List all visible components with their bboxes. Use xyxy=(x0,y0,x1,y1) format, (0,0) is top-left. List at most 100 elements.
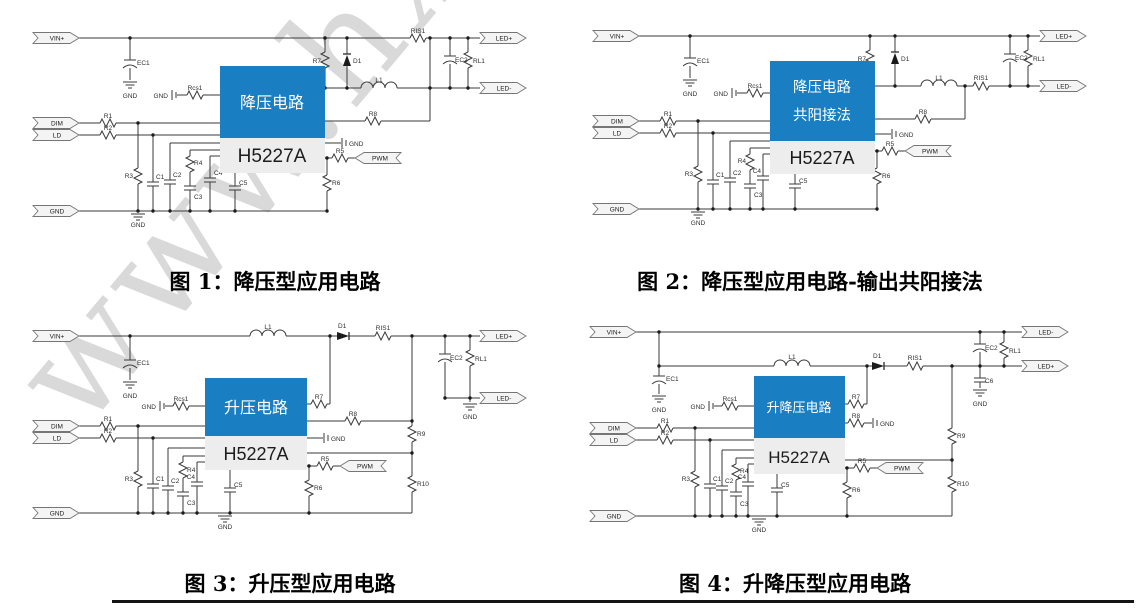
dim-label: DIM xyxy=(51,424,63,431)
gnd-connector: GND xyxy=(31,205,80,217)
label-r10: R10 xyxy=(957,481,969,488)
label-r4: R4 xyxy=(194,160,203,167)
label-c1: C1 xyxy=(156,476,165,483)
label-gnd: GND xyxy=(331,436,346,443)
function-box-label: 降压电路 xyxy=(793,79,851,96)
label-c3: C3 xyxy=(754,192,763,199)
label-r2: R2 xyxy=(104,428,113,435)
label-gnd: GND xyxy=(218,524,233,531)
led-plus-label: LED+ xyxy=(496,36,513,43)
label-ec2: EC2 xyxy=(985,345,998,352)
label-ec1: EC1 xyxy=(666,376,679,383)
label-ec2: EC2 xyxy=(455,57,468,64)
gnd-connector: GND xyxy=(31,507,80,519)
figure-4-caption: 图 4：升降压型应用电路 xyxy=(679,571,911,596)
wires xyxy=(79,335,480,514)
gnd-label: GND xyxy=(50,511,65,518)
label-r6: R6 xyxy=(852,487,861,494)
label-gnd: GND xyxy=(154,93,169,100)
label-gnd: GND xyxy=(683,91,698,98)
figure-2-panel: VIN+ DIM LD GND LED+ LED- PWM EC1 GND R1… xyxy=(585,6,1125,261)
label-d1: D1 xyxy=(338,323,347,330)
led-minus-label: LED- xyxy=(497,86,512,93)
figure-1-panel: VIN+ DIM LD GND LED+ LED- PWM EC1 GND R1… xyxy=(25,8,565,263)
label-r7: R7 xyxy=(313,58,322,65)
label-ec1: EC1 xyxy=(697,58,710,65)
label-gnd: GND xyxy=(123,393,138,400)
label-d1: D1 xyxy=(353,58,362,65)
function-box xyxy=(220,66,325,138)
led-minus-connector: LED- xyxy=(1020,326,1069,338)
label-gnd: GND xyxy=(714,91,729,98)
component-labels: L1 D1 RIS1 EC1 GND EC2 RL1 GND R7 R8 GND… xyxy=(104,323,487,531)
page-footer-rule xyxy=(112,600,1134,603)
label-l1: L1 xyxy=(935,75,943,82)
figure-3-panel: VIN+ DIM LD GND LED+ LED- PWM L1 D1 RIS1… xyxy=(25,316,565,571)
label-rcs1: Rcs1 xyxy=(174,396,189,403)
label-c1: C1 xyxy=(156,174,165,181)
label-r3: R3 xyxy=(682,476,691,483)
label-r1: R1 xyxy=(664,111,673,118)
dim-connector: DIM xyxy=(31,117,80,129)
label-r3: R3 xyxy=(125,476,134,483)
pwm-label: PWM xyxy=(372,156,388,163)
pwm-connector: PWM xyxy=(876,462,925,474)
pwm-label: PWM xyxy=(357,464,373,471)
component-labels: L1 D1 RIS1 EC1 GND EC2 RL1 C6 GND R7 R8 … xyxy=(652,345,1022,534)
led-minus-label: LED- xyxy=(497,396,512,403)
label-l1: L1 xyxy=(788,354,796,361)
label-r10: R10 xyxy=(417,481,429,488)
label-gnd: GND xyxy=(752,527,767,534)
dim-label: DIM xyxy=(608,426,620,433)
label-r6: R6 xyxy=(314,485,323,492)
label-r7: R7 xyxy=(315,394,324,401)
label-ec2: EC2 xyxy=(450,355,463,362)
ld-connector: LD xyxy=(588,434,637,446)
led-minus-label: LED- xyxy=(1057,84,1072,91)
pwm-connector: PWM xyxy=(354,152,403,164)
label-gnd: GND xyxy=(123,93,138,100)
label-gnd: GND xyxy=(349,141,364,148)
label-rl1: RL1 xyxy=(1033,56,1045,63)
label-ris1: RIS1 xyxy=(908,355,923,362)
label-d1: D1 xyxy=(873,353,882,360)
label-gnd: GND xyxy=(880,421,895,428)
vin-connector: VIN+ xyxy=(31,330,80,342)
label-c1: C1 xyxy=(716,172,725,179)
label-c6: C6 xyxy=(985,378,994,385)
figure-3-schematic: VIN+ DIM LD GND LED+ LED- PWM L1 D1 RIS1… xyxy=(31,323,527,531)
led-plus-label: LED+ xyxy=(1056,34,1073,41)
chip-label: H5227A xyxy=(789,148,854,168)
function-box xyxy=(754,376,845,438)
led-plus-label: LED+ xyxy=(1038,364,1055,371)
label-c5: C5 xyxy=(239,180,248,187)
figure-2-schematic: VIN+ DIM LD GND LED+ LED- PWM EC1 GND R1… xyxy=(591,30,1087,227)
label-r9: R9 xyxy=(957,433,966,440)
pwm-label: PWM xyxy=(894,466,910,473)
label-c4: C4 xyxy=(214,170,223,177)
pwm-connector: PWM xyxy=(904,145,953,157)
vin-connector: VIN+ xyxy=(31,32,80,44)
label-r2: R2 xyxy=(664,123,673,130)
component-labels: EC1 GND R1 R2 GND Rcs1 R7 D1 L1 RIS1 EC2… xyxy=(104,28,485,229)
label-r1: R1 xyxy=(661,418,670,425)
label-c2: C2 xyxy=(173,172,182,179)
gnd-connector: GND xyxy=(588,510,637,522)
label-r2: R2 xyxy=(661,430,670,437)
function-box xyxy=(770,61,875,141)
label-c2: C2 xyxy=(171,478,180,485)
led-plus-label: LED+ xyxy=(496,334,513,341)
dim-label: DIM xyxy=(611,119,623,126)
label-r7: R7 xyxy=(852,394,861,401)
gnd-label: GND xyxy=(610,207,625,214)
vin-label: VIN+ xyxy=(610,34,625,41)
label-rcs1: Rcs1 xyxy=(748,83,763,90)
label-r5: R5 xyxy=(321,456,330,463)
label-rl1: RL1 xyxy=(1009,348,1021,355)
label-l1: L1 xyxy=(375,77,383,84)
label-r8: R8 xyxy=(349,411,358,418)
label-r4: R4 xyxy=(740,468,749,475)
chip-label: H5227A xyxy=(768,448,830,467)
label-r8: R8 xyxy=(369,111,378,118)
label-r5: R5 xyxy=(858,458,867,465)
